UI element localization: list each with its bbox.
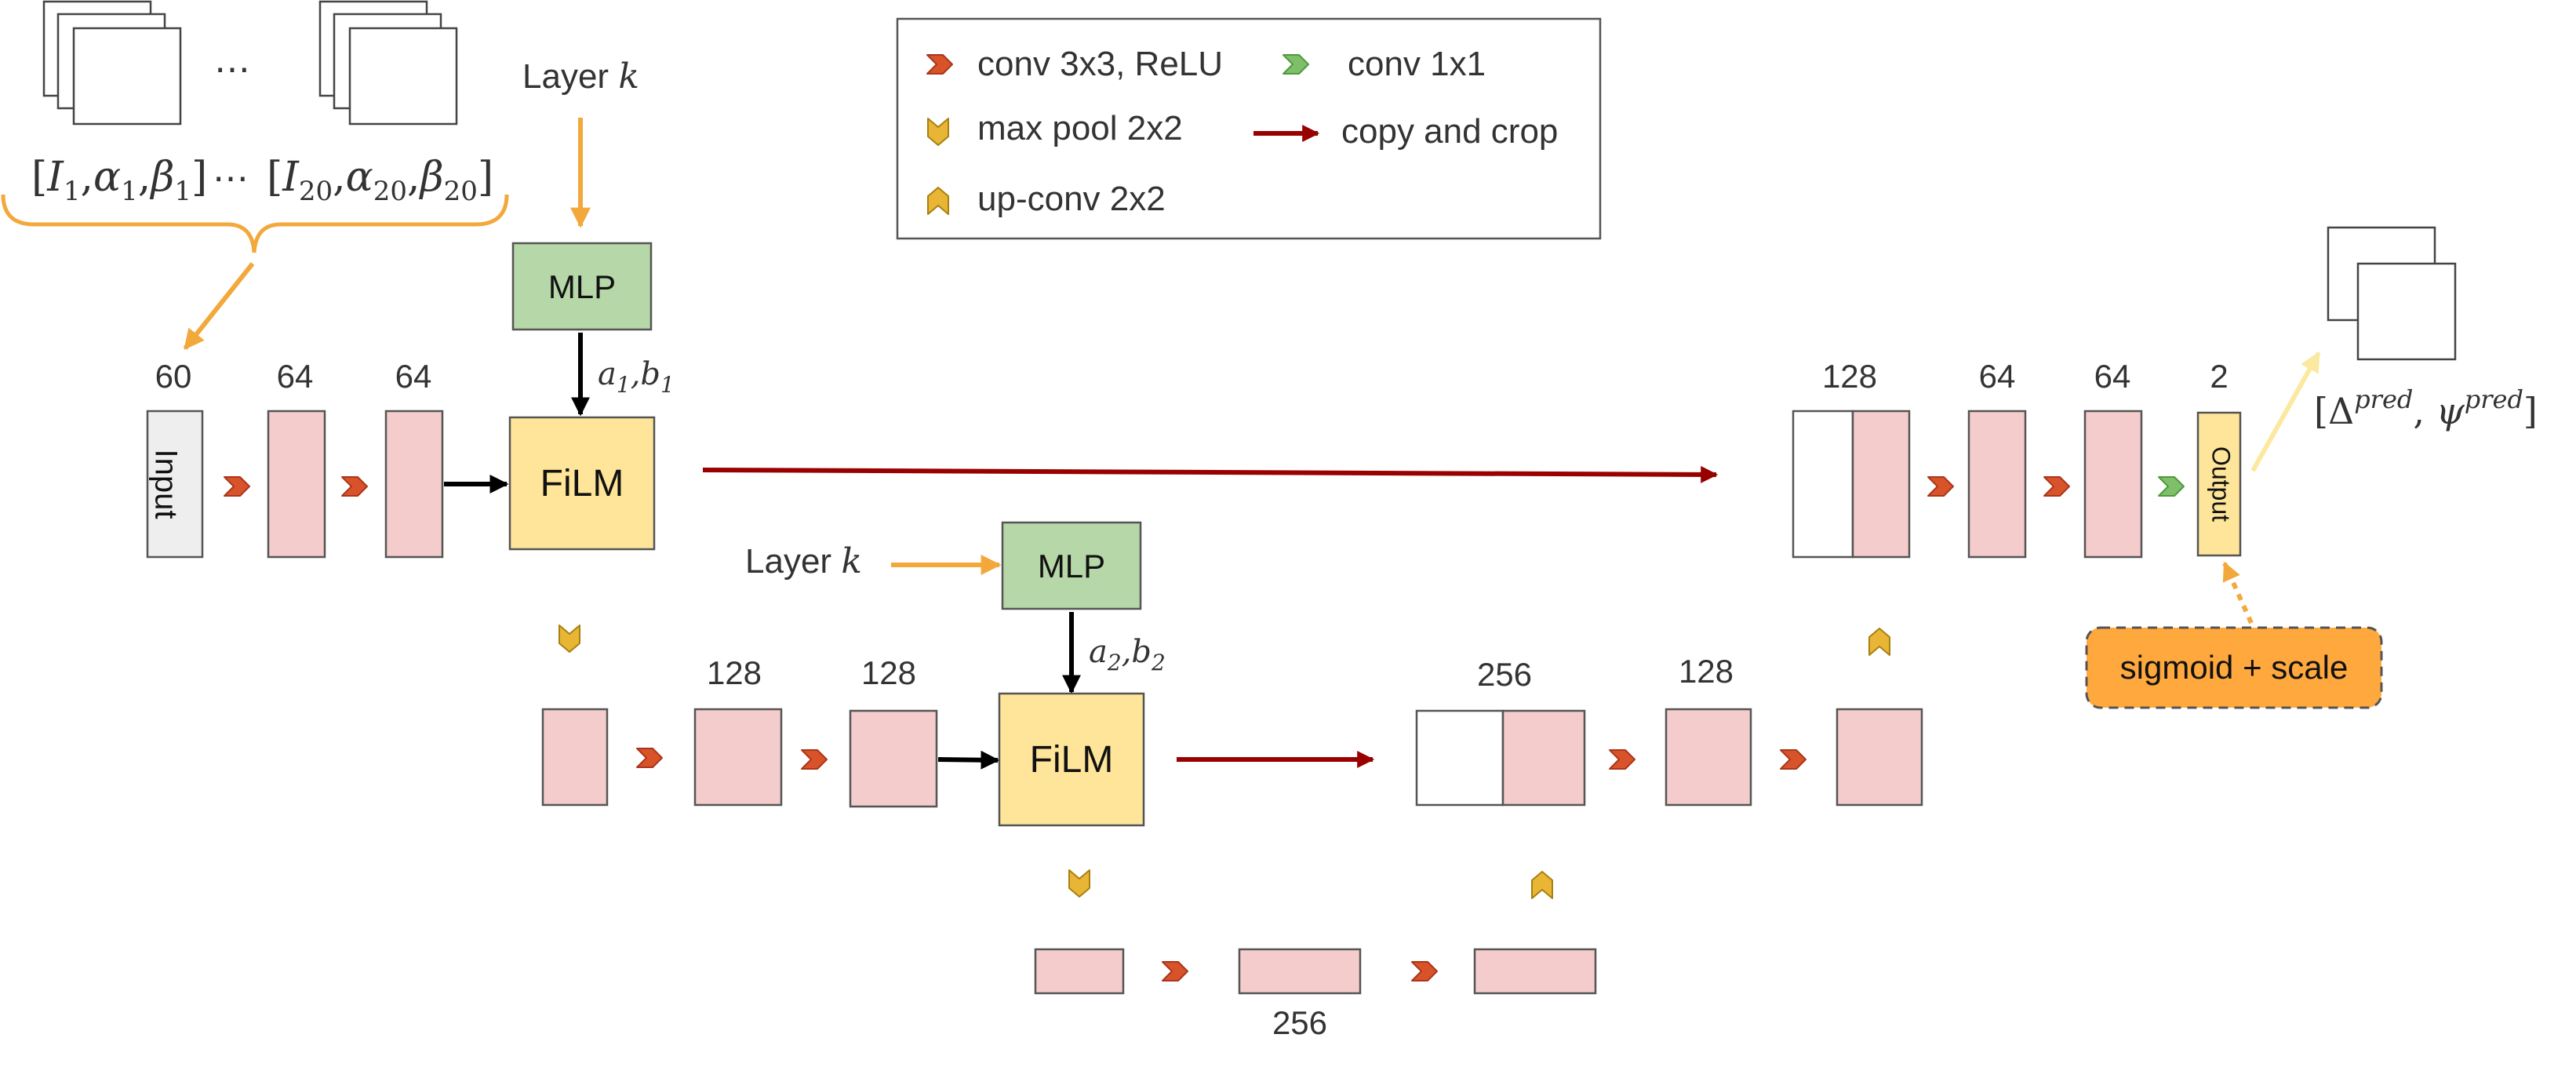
channel-enc2-b: 128 <box>861 654 916 691</box>
legend-upconv-label: up-conv 2x2 <box>977 180 1166 218</box>
channel-dec1-a: 64 <box>1979 358 2016 395</box>
enc1-fmap-a <box>267 410 326 559</box>
bottleneck-fmap-pooled <box>1034 948 1125 995</box>
bottleneck-fmap-b <box>1473 948 1597 995</box>
enc2-fmap-a <box>693 708 783 807</box>
conv-arrow-4 <box>801 749 828 770</box>
layer-k-label-1: Layer k <box>522 56 639 97</box>
to-film2-arrow <box>937 750 1000 770</box>
sigmoid-to-output-arrow <box>2222 561 2254 625</box>
output-block-label: Output <box>2207 446 2236 522</box>
upconv-icon-1 <box>1531 871 1553 899</box>
channel-dec1-b: 64 <box>2094 358 2131 395</box>
upconv-icon-2 <box>1868 628 1890 656</box>
input-stack-first <box>42 0 182 126</box>
channel-out: 2 <box>2210 358 2228 395</box>
dec1-upconv-fmap <box>1851 410 1911 559</box>
bottleneck-fmap-a <box>1238 948 1362 995</box>
maxpool-icon-2 <box>1068 869 1090 898</box>
channel-dec2-cat: 256 <box>1477 656 1532 693</box>
legend-box <box>896 17 1602 240</box>
conv-arrow-6 <box>1411 961 1438 981</box>
mlp-block-2 <box>1001 521 1142 610</box>
film-label-2: FiLM <box>1030 739 1114 781</box>
brace-to-input-arrow <box>183 262 255 351</box>
dec1-fmap-b <box>2083 410 2143 559</box>
legend-copycrop-label: copy and crop <box>1341 112 1558 151</box>
dec1-fmap-a <box>1967 410 2027 559</box>
sigmoid-scale-label: sigmoid + scale <box>2120 649 2349 686</box>
channel-dec1-cat: 128 <box>1822 358 1877 395</box>
legend-conv1x1-label: conv 1x1 <box>1348 45 1486 83</box>
legend-maxpool-label: max pool 2x2 <box>977 109 1183 147</box>
input-label-last: [I20,α20,β20] <box>267 154 493 207</box>
stack-ellipsis: ⋯ <box>214 48 250 90</box>
film2-params: a2,b2 <box>1089 634 1166 676</box>
channel-bottleneck: 256 <box>1272 1004 1327 1041</box>
label-ellipsis: ⋯ <box>213 157 249 199</box>
input-block <box>146 410 204 559</box>
channel-enc1-b: 64 <box>395 358 432 395</box>
sigmoid-scale-box <box>2085 626 2383 709</box>
conv-arrow-7 <box>1609 749 1635 770</box>
conv-arrow-1 <box>224 476 250 497</box>
enc1-fmap-b <box>384 410 444 559</box>
input-stack-last <box>318 0 458 126</box>
conv-arrow-5 <box>1162 961 1188 981</box>
output-block <box>2196 411 2242 557</box>
mlp-block-1 <box>511 242 653 331</box>
mlp-label-1: MLP <box>548 268 616 305</box>
mlp-label-2: MLP <box>1038 548 1105 584</box>
conv-arrow-2 <box>341 476 368 497</box>
maxpool-icon-1 <box>558 625 580 653</box>
input-label-first: [I1,α1,β1] <box>31 154 207 207</box>
input-block-label: Input <box>148 450 183 519</box>
channel-dec2-a: 128 <box>1679 653 1734 690</box>
channel-enc2-a: 128 <box>707 654 762 691</box>
output-stack <box>2327 226 2457 361</box>
output-to-prediction-arrow <box>2250 351 2321 472</box>
dec1-copied-fmap <box>1792 410 1854 559</box>
legend-conv3x3-label: conv 3x3, ReLU <box>977 45 1223 83</box>
film1-params: a1,b1 <box>598 356 675 398</box>
film-label-1: FiLM <box>540 463 624 504</box>
film-block-2 <box>998 692 1145 827</box>
conv-arrow-3 <box>636 748 663 768</box>
skip-connection-1 <box>702 465 1719 483</box>
layer-k-label-2: Layer k <box>745 541 862 581</box>
conv-arrow-10 <box>2043 476 2070 497</box>
channel-input: 60 <box>155 358 192 395</box>
dec2-upconv-fmap <box>1501 709 1586 807</box>
dec2-copied-fmap <box>1415 709 1504 807</box>
dec2-fmap-b <box>1836 708 1923 807</box>
input-brace <box>1 194 509 253</box>
dec2-fmap-a <box>1665 708 1752 807</box>
output-prediction-label: [Δpred, ψpred] <box>2314 384 2538 432</box>
enc2-fmap-pooled <box>541 708 609 807</box>
conv-arrow-9 <box>1927 476 1954 497</box>
conv1x1-arrow <box>2158 476 2185 497</box>
conv-arrow-8 <box>1780 749 1806 770</box>
film-block-1 <box>508 416 656 551</box>
channel-enc1-a: 64 <box>277 358 314 395</box>
enc2-fmap-b <box>849 709 938 808</box>
